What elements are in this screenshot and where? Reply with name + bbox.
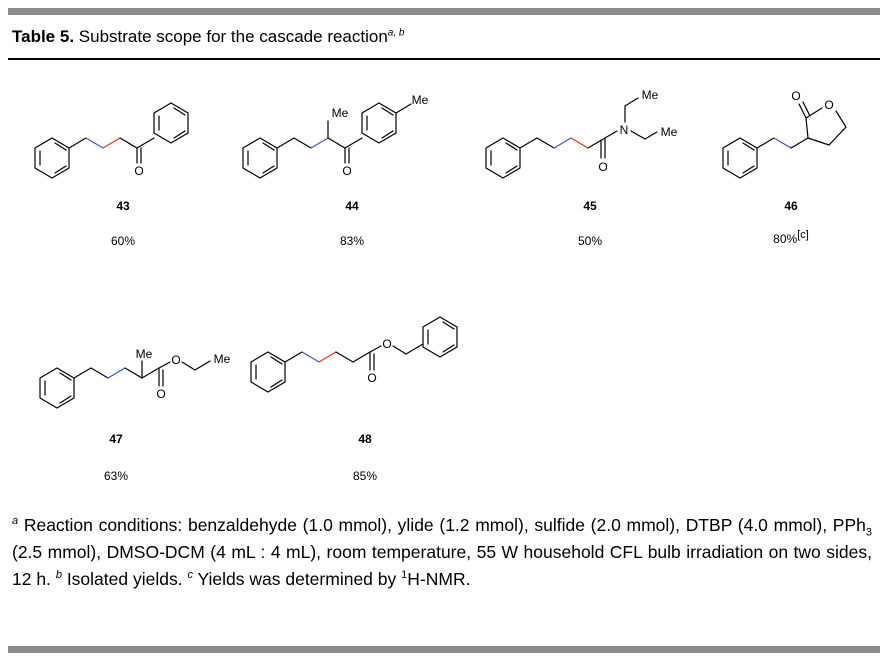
compound-number: 46 [784,199,798,213]
atom-o: O [791,89,800,103]
footnote-a-subscript: 3 [865,526,872,539]
atom-o: O [824,98,833,112]
footnote-c-superscript: 1 [401,569,408,582]
structure-46 [722,101,847,179]
atom-o: O [134,164,143,178]
structure-48 [250,316,458,393]
compound-yield: 85% [352,469,378,483]
footnote-c-text-2: H-NMR. [407,569,471,589]
footnote-mark-a: a [12,515,19,528]
atom-o: O [156,387,165,401]
footnote-c-text-1: Yields was determined by [197,569,397,589]
footnote-a-text-1: Reaction conditions: benzaldehyde (1.0 m… [23,515,866,535]
atom-n: N [620,123,629,137]
atom-me: Me [412,93,429,107]
footnote-a-text-2: (2.5 mmol), DMSO-DCM (4 mL : 4 mL), room… [12,542,872,589]
compound-number: 48 [358,432,372,446]
atom-me: Me [214,352,231,366]
compound-number: 43 [116,199,130,213]
compound-yield: 50% [577,234,603,248]
footnote-mark-c: c [187,569,193,582]
atom-o: O [367,371,376,385]
compound-yield: 63% [103,469,129,483]
benzene-ring [422,316,458,358]
atom-me: Me [661,125,678,139]
structure-44 [242,102,412,179]
compound-yield: 80%[c] [751,229,831,247]
structure-43 [34,102,189,179]
footnote-b-text: Isolated yields. [66,569,183,589]
table-footnotes: a Reaction conditions: benzaldehyde (1.0… [12,512,872,593]
table-caption: Table 5. Substrate scope for the cascade… [12,27,404,47]
atom-me: Me [136,347,153,361]
table-title-text: Substrate scope for the cascade reaction [78,27,388,46]
table-top-rule [8,8,880,15]
compound-yield: 83% [339,234,365,248]
structure-47 [39,360,211,409]
table-header-rule [8,58,880,60]
yield-footnote-mark: [c] [797,229,809,241]
table-bottom-rule [8,646,880,653]
atom-me: Me [332,106,349,120]
atom-o: O [342,164,351,178]
table-title-footnote-marks: a, b [387,27,405,39]
yield-value: 80% [773,232,798,246]
footnote-mark-b: b [55,569,62,582]
structure-45 [485,97,658,179]
atom-o: O [598,160,607,174]
atom-o: O [171,353,180,367]
atom-o: O [382,337,391,351]
compound-number: 44 [345,199,359,213]
compound-number: 45 [583,199,597,213]
compound-number: 47 [109,432,123,446]
table-label: Table 5. [12,27,75,46]
benzene-ring [153,102,189,144]
compound-yield: 60% [110,234,136,248]
atom-me: Me [642,88,659,102]
